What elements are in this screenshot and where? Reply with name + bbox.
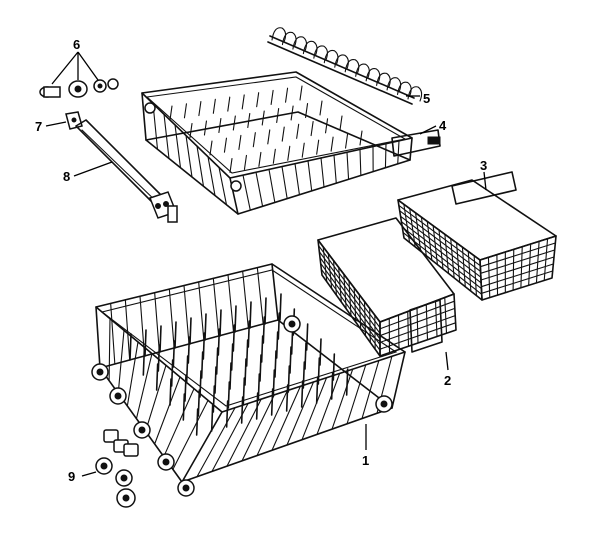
callout-1: 1 — [362, 453, 369, 468]
callout-2: 2 — [444, 373, 451, 388]
silverware-basket-part-3 — [397, 171, 557, 301]
callout-7: 7 — [35, 119, 42, 134]
lower-rack-part-1 — [91, 263, 406, 497]
track-rail-part-8 — [75, 119, 178, 223]
cup-shelf-part-5 — [267, 27, 423, 105]
callout-6: 6 — [73, 37, 80, 52]
callout-9: 9 — [68, 469, 75, 484]
upper-rack-part-4 — [141, 71, 441, 215]
callout-8: 8 — [63, 169, 70, 184]
callout-3: 3 — [480, 158, 487, 173]
wheel-assembly-part-9 — [95, 429, 139, 508]
leader-lines — [45, 51, 487, 477]
silverware-basket-part-2 — [317, 217, 457, 357]
callout-4: 4 — [439, 118, 447, 133]
callout-5: 5 — [423, 91, 430, 106]
end-cap-part-7 — [65, 111, 83, 130]
roller-assembly-part-6 — [39, 78, 119, 98]
